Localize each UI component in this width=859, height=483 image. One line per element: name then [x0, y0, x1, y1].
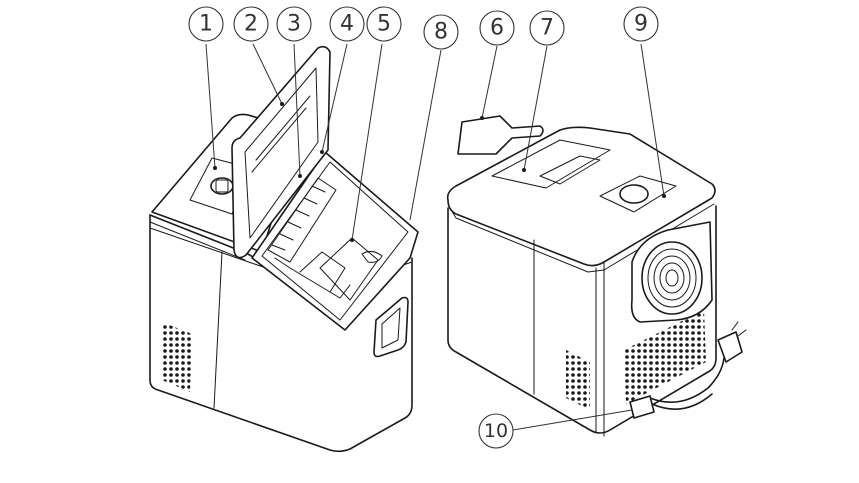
- callout-10-label: 10: [484, 420, 508, 442]
- right-body-outline: [447, 205, 717, 434]
- callout-2-label: 2: [244, 12, 258, 37]
- callout-2: 2: [233, 6, 269, 42]
- ice-scoop: [457, 115, 544, 155]
- callout-1: 1: [188, 6, 224, 42]
- right-ice-maker: [446, 115, 747, 437]
- callout-5: 5: [366, 6, 402, 42]
- callout-3: 3: [276, 6, 312, 42]
- power-plug: [717, 331, 743, 363]
- left-vent: [162, 322, 192, 392]
- ice-basket: [319, 237, 379, 301]
- right-vent-front: [566, 350, 590, 410]
- left-lid: [231, 45, 331, 259]
- power-inlet: [629, 395, 655, 419]
- callout-7-label: 7: [540, 16, 554, 41]
- callout-4: 4: [329, 6, 365, 42]
- left-body-outline: [149, 214, 413, 453]
- callout-6-label: 6: [490, 16, 504, 41]
- left-side-handle: [373, 296, 409, 358]
- right-lid-window: [491, 139, 611, 189]
- callout-10: 10: [478, 413, 514, 449]
- callout-9-label: 9: [634, 12, 648, 37]
- right-top-cover: [446, 126, 716, 267]
- callout-6: 6: [479, 10, 515, 46]
- callout-1-label: 1: [199, 12, 213, 37]
- right-vent-side: [624, 310, 706, 404]
- callout-8: 8: [423, 14, 459, 50]
- callout-4-label: 4: [340, 12, 354, 37]
- callout-3-label: 3: [287, 12, 301, 37]
- left-body-seam: [213, 251, 223, 409]
- callout-9: 9: [623, 6, 659, 42]
- power-cord: [649, 357, 725, 410]
- callout-5-label: 5: [377, 12, 391, 37]
- right-control-knob: [619, 184, 649, 204]
- leader-lines: [205, 43, 666, 431]
- callout-8-label: 8: [434, 20, 448, 45]
- fan-grille: [630, 221, 713, 323]
- callout-7: 7: [529, 10, 565, 46]
- ice-tray: [267, 177, 351, 299]
- left-top-rim-inner: [149, 221, 246, 261]
- left-ice-maker: [149, 45, 419, 453]
